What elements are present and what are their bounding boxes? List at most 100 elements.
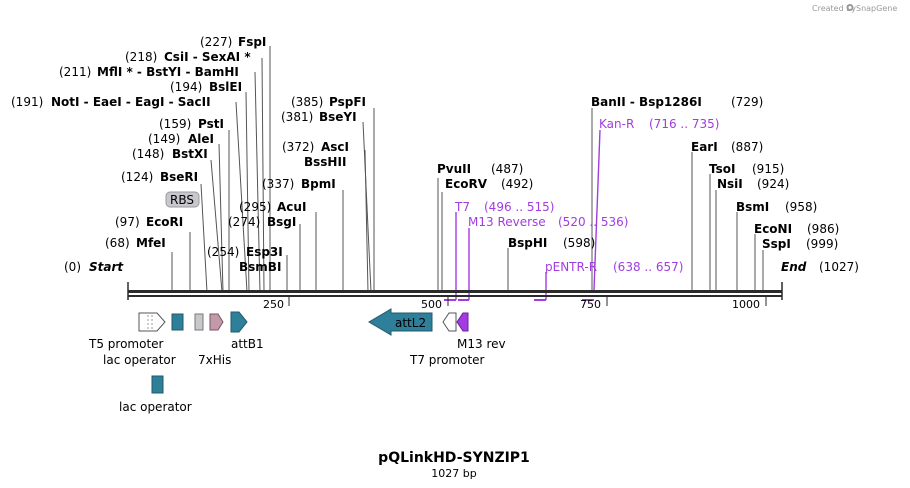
attl2-arrow — [368, 308, 433, 336]
site-pos-bslei: (194) — [170, 80, 202, 94]
site-name-bseyi: BseYI — [319, 110, 357, 124]
site-name-pspfi: PspFI — [329, 95, 366, 109]
site-pos-asci: (372) — [282, 140, 314, 154]
site-name-sexai: CsiI - SexAI * — [164, 50, 251, 64]
primer-name-kanr: Kan-R — [599, 117, 634, 131]
site-name-bsshii: BssHII — [304, 155, 346, 169]
site-line-sexai — [261, 57, 265, 293]
ruler: 250 500 750 1000 — [263, 297, 767, 311]
site-name-mfei: MfeI — [136, 236, 166, 250]
site-line-bseri — [200, 183, 208, 293]
primer-name-t7: T7 — [454, 200, 470, 214]
rbs-box — [194, 313, 204, 331]
site-name-alei: AleI — [188, 132, 214, 146]
attb1-arrow — [230, 311, 248, 333]
primer-lines — [455, 129, 601, 300]
site-pos-alei: (149) — [148, 132, 180, 146]
site-name-nsii: NsiI — [717, 177, 743, 191]
site-name-ecorv: EcoRV — [445, 177, 488, 191]
site-name-asci: AscI — [321, 140, 349, 154]
m13rev-arrow — [456, 312, 469, 332]
site-name-end: End — [781, 260, 807, 274]
site-name-tsoi: TsoI — [709, 162, 735, 176]
site-pos-psti: (159) — [159, 117, 191, 131]
primer-line-kanr — [593, 129, 601, 291]
site-name-bsgi: BsgI — [267, 215, 296, 229]
site-name-noti: NotI - EaeI - EagI - SacII — [51, 95, 211, 109]
site-pos-fspi: (227) — [200, 35, 232, 49]
site-name-sspi: SspI — [762, 237, 791, 251]
site-line-noti — [235, 101, 248, 293]
feature-labels: attL2 T5 promoter lac operator 7xHis att… — [88, 316, 506, 414]
site-pos-banii: (729) — [731, 95, 763, 109]
created-by-text: Created by — [812, 4, 856, 13]
site-name-bsmi: BsmI — [736, 200, 769, 214]
site-pos-nsii: (924) — [757, 177, 789, 191]
ruler-tick-750: 750 — [580, 298, 601, 311]
lac-operator-box — [171, 313, 184, 331]
site-name-esp3i: Esp3I — [246, 245, 283, 259]
site-pos-ecori: (97) — [115, 215, 140, 229]
lac-operator-box-2 — [151, 375, 164, 394]
site-lines — [171, 46, 764, 293]
site-name-psti: PstI — [198, 117, 224, 131]
his-tag-arrow — [209, 313, 224, 331]
site-pos-tsoi: (915) — [752, 162, 784, 176]
site-name-bamhi: MflI * - BstYI - BamHI — [97, 65, 239, 79]
site-pos-econi: (986) — [807, 222, 839, 236]
feature-label-attl2: attL2 — [395, 316, 426, 330]
site-pos-bsphi: (598) — [563, 236, 595, 250]
site-name-econi: EcoNI — [754, 222, 792, 236]
primer-range-t7: (496 .. 515) — [484, 200, 554, 214]
primer-range-m13rev: (520 .. 536) — [558, 215, 628, 229]
primer-range-pentr: (638 .. 657) — [613, 260, 683, 274]
brand-text: SnapGene — [856, 4, 897, 13]
feature-label-m13-rev: M13 rev — [457, 337, 506, 351]
rbs-label: RBS — [170, 193, 194, 207]
site-name-bstxi: BstXI — [172, 147, 208, 161]
site-pos-ecorv: (492) — [501, 177, 533, 191]
site-name-banii: BanII - Bsp1286I — [591, 95, 702, 109]
site-pos-bamhi: (211) — [59, 65, 91, 79]
t5-promoter-arrow — [138, 312, 166, 332]
site-line-alei — [218, 143, 224, 293]
site-name-bseri: BseRI — [160, 170, 198, 184]
primer-labels: Kan-R (716 .. 735) T7 (496 .. 515) M13 R… — [454, 117, 719, 274]
site-line-bslei — [245, 91, 250, 293]
site-name-bpmi: BpmI — [301, 177, 336, 191]
site-pos-acui: (295) — [239, 200, 271, 214]
snapgene-logo-icon — [846, 4, 854, 11]
site-pos-bstxi: (148) — [132, 147, 164, 161]
site-pos-sspi: (999) — [806, 237, 838, 251]
site-line-bstxi — [210, 159, 223, 293]
site-pos-pvuii: (487) — [491, 162, 523, 176]
site-pos-bseri: (124) — [121, 170, 153, 184]
primer-name-pentr: pENTR-R — [545, 260, 597, 274]
ruler-tick-250: 250 — [263, 298, 284, 311]
site-name-eari: EarI — [691, 140, 718, 154]
site-pos-bseyi: (381) — [281, 110, 313, 124]
site-name-pvuii: PvuII — [437, 162, 471, 176]
map-length: 1027 bp — [431, 467, 476, 480]
site-pos-mfei: (68) — [105, 236, 130, 250]
ruler-tick-500: 500 — [421, 298, 442, 311]
site-name-acui: AcuI — [277, 200, 306, 214]
feature-label-attb1: attB1 — [231, 337, 264, 351]
site-pos-bsmi: (958) — [785, 200, 817, 214]
site-pos-bsgi: (274) — [228, 215, 260, 229]
site-pos-sexai: (218) — [125, 50, 157, 64]
t7-promoter-arrow — [442, 312, 457, 332]
feature-label-lac-operator: lac operator — [103, 353, 176, 367]
site-name-bslei: BslEI — [209, 80, 242, 94]
site-name-bsmbi: BsmBI — [239, 260, 281, 274]
map-title: pQLinkHD-SYNZIP1 — [378, 450, 530, 466]
feature-label-t5-promoter: T5 promoter — [88, 337, 164, 351]
site-name-ecori: EcoRI — [146, 215, 183, 229]
site-labels: (0) Start (68) MfeI (97) EcoRI (124) Bse… — [11, 35, 859, 274]
ruler-tick-1000: 1000 — [732, 298, 760, 311]
site-pos-start: (0) — [64, 260, 81, 274]
site-pos-bpmi: (337) — [262, 177, 294, 191]
primer-range-kanr: (716 .. 735) — [649, 117, 719, 131]
feature-label-his-tag: 7xHis — [198, 353, 231, 367]
